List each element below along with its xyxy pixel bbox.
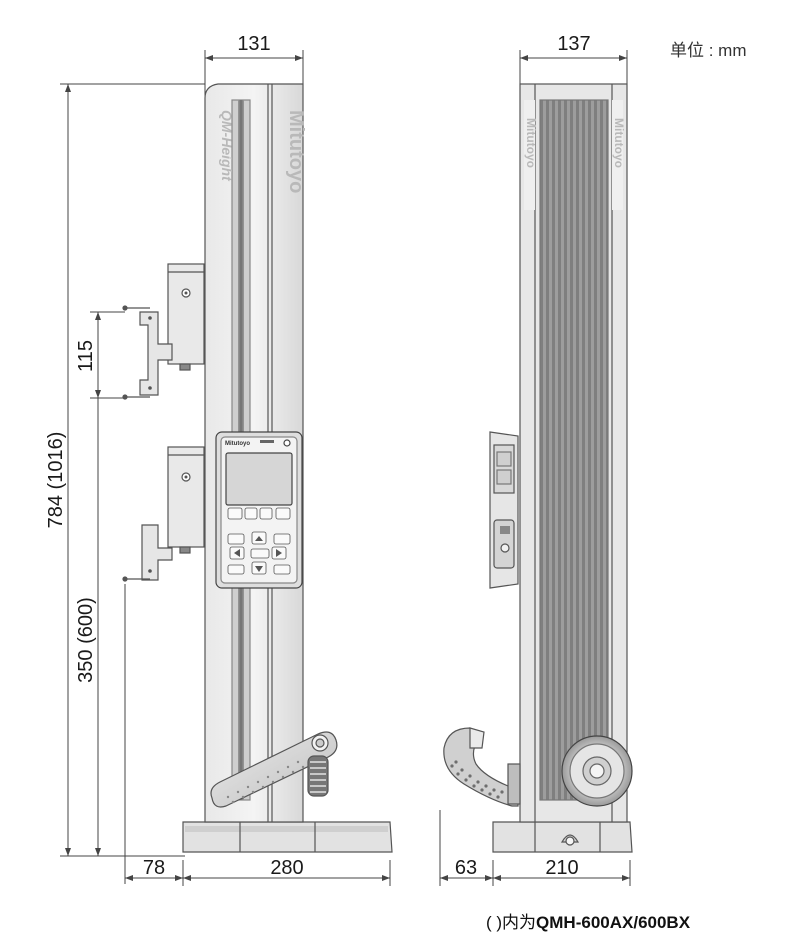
front-handle	[210, 731, 338, 808]
upper-scriber	[139, 311, 173, 396]
dim-stroke: 115	[75, 340, 97, 372]
dim-base-depth: 280	[270, 857, 303, 879]
dim-range-height: 350 (600)	[75, 597, 97, 683]
front-brand-mitutoyo: Mitutoyo	[285, 110, 307, 193]
side-view: Mitutoyo Mitutoyo	[443, 83, 633, 853]
side-brand-right: Mitutoyo	[612, 118, 626, 168]
model-note: ( )内为QMH-600AX/600BX	[486, 908, 690, 933]
power-button	[283, 439, 291, 447]
side-base	[492, 821, 633, 853]
lower-carriage	[167, 446, 205, 548]
side-handle	[443, 727, 519, 807]
dimension-arrows	[65, 55, 630, 881]
dim-front-offset: 78	[143, 857, 165, 879]
console-brand: Mitutoyo	[225, 441, 250, 447]
lower-scriber	[141, 524, 173, 581]
side-handwheel	[561, 735, 633, 807]
dimension-lines	[60, 50, 631, 886]
side-brand-left: Mitutoyo	[524, 118, 538, 168]
upper-carriage	[167, 263, 205, 365]
front-view: Mitutoyo QM-Height Mitutoyo	[122, 83, 393, 853]
model-note-prefix: ( )内为	[486, 913, 537, 932]
control-console: Mitutoyo	[215, 431, 303, 589]
unit-label: 单位 : mm	[670, 41, 747, 60]
model-note-model: QMH-600AX/600BX	[536, 913, 691, 932]
dim-side-width: 137	[557, 33, 590, 55]
dim-base-width: 210	[545, 857, 578, 879]
dim-side-offset: 63	[455, 857, 477, 879]
front-brand-product: QM-Height	[219, 110, 235, 182]
dim-total-height: 784 (1016)	[45, 432, 67, 529]
console-display	[225, 452, 293, 506]
dim-front-width: 131	[237, 33, 270, 55]
